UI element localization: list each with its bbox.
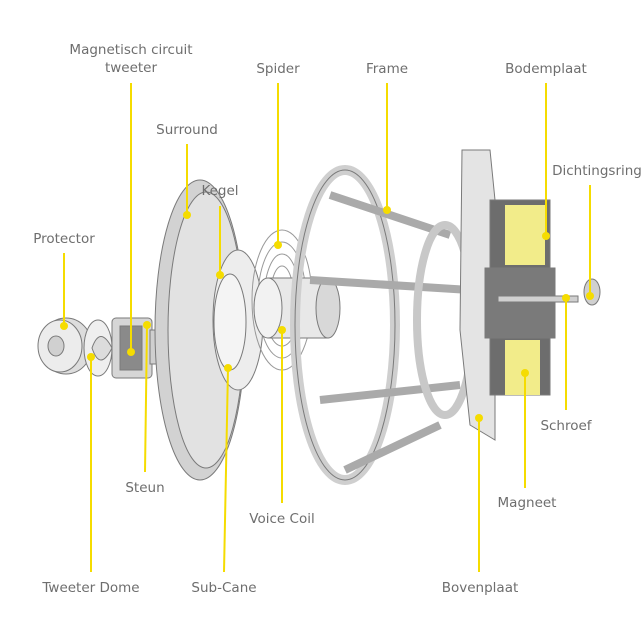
leader-dot-magneet — [521, 369, 529, 377]
label-bovenplaat: Bovenplaat — [442, 579, 519, 597]
leader-dot-surround — [183, 211, 191, 219]
leader-dot-magnetisch — [127, 348, 135, 356]
label-text: Steun — [125, 480, 165, 496]
leader-dot-frame — [383, 206, 391, 214]
label-text: Sub-Cane — [191, 580, 257, 596]
leader-dot-bovenplaat — [475, 414, 483, 422]
label-spider: Spider — [256, 60, 299, 78]
leader-dot-spider — [274, 241, 282, 249]
label-text: Protector — [33, 231, 95, 247]
label-steun: Steun — [125, 479, 164, 497]
label-subcane: Sub-Cane — [191, 579, 256, 597]
label-text: Tweeter Dome — [42, 580, 140, 596]
label-text: Surround — [156, 122, 218, 138]
leader-line-subcane — [223, 367, 229, 573]
label-magnetisch: Magnetisch circuit tweeter — [69, 41, 192, 77]
label-protector: Protector — [33, 230, 95, 248]
leader-dot-dichtingsring — [586, 292, 594, 300]
label-text: Dichtingsring — [552, 163, 642, 179]
label-text: Schroef — [540, 418, 592, 434]
magnet-assembly-part — [459, 149, 601, 441]
leader-dot-subcane — [224, 364, 232, 372]
label-text: Spider — [256, 61, 300, 77]
protector-part — [37, 317, 93, 375]
label-text-line2: tweeter — [104, 60, 158, 76]
label-tweeterdome: Tweeter Dome — [42, 579, 139, 597]
label-text: Bodemplaat — [505, 61, 587, 77]
cone-part — [154, 179, 264, 481]
label-text: Frame — [365, 61, 409, 77]
leader-dot-voicecoil — [278, 326, 286, 334]
label-text: Bovenplaat — [441, 580, 519, 596]
frame-part — [290, 165, 477, 485]
label-magneet: Magneet — [498, 494, 557, 512]
leader-dot-steun — [143, 321, 151, 329]
leader-dot-tweeterdome — [87, 353, 95, 361]
label-frame: Frame — [366, 60, 408, 78]
label-voicecoil: Voice Coil — [249, 510, 314, 528]
leader-dot-protector — [60, 322, 68, 330]
leader-line-steun — [144, 324, 148, 473]
tweeter-dome-part — [83, 319, 113, 377]
leader-dot-kegel — [216, 271, 224, 279]
label-kegel: Kegel — [201, 182, 238, 200]
leader-dot-bodemplaat — [542, 232, 550, 240]
leader-lines — [60, 83, 594, 573]
label-text: Magneet — [497, 495, 557, 511]
label-text: Voice Coil — [249, 511, 315, 527]
label-bodemplaat: Bodemplaat — [505, 60, 587, 78]
label-text: Magnetisch circuit — [69, 42, 193, 58]
label-dichtingsring: Dichtingsring — [552, 162, 642, 180]
leader-dot-schroef — [562, 294, 570, 302]
label-text: Kegel — [201, 183, 239, 199]
label-schroef: Schroef — [540, 417, 591, 435]
label-surround: Surround — [156, 121, 218, 139]
